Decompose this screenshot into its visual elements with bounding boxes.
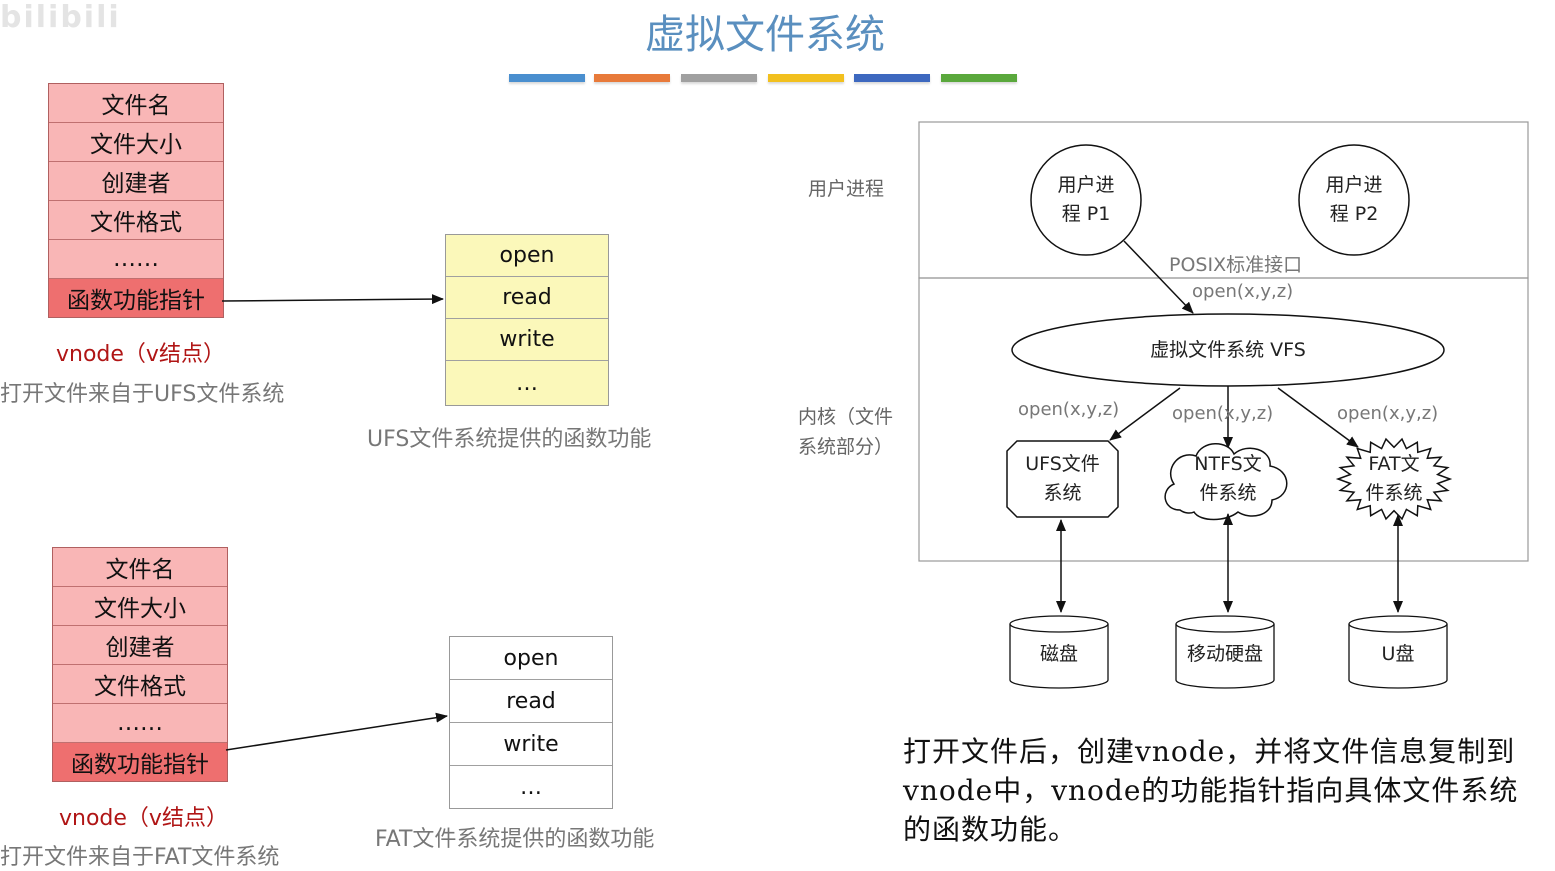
vnode-row-creator: 创建者 xyxy=(49,162,223,201)
process-p2-label-1: 用户进 xyxy=(1325,174,1383,196)
disk-label: 磁盘 xyxy=(1039,643,1078,665)
vnode-row-filename: 文件名 xyxy=(49,84,223,123)
fat-fs-shape xyxy=(1335,437,1453,521)
ntfs-fs-shape xyxy=(1164,443,1288,521)
decor-bar-5 xyxy=(854,74,930,82)
vfs-label: 虚拟文件系统 VFS xyxy=(1150,339,1306,361)
func-open: open xyxy=(446,235,608,277)
ntfs-fs-label-1: NTFS文 xyxy=(1194,453,1262,475)
process-p2-label-2: 程 P2 xyxy=(1329,203,1379,225)
process-p1-label-1: 用户进 xyxy=(1057,174,1115,196)
kernel-layer-label-2: 系统部分） xyxy=(798,436,894,458)
ufs-fs-label-2: 系统 xyxy=(1043,482,1082,504)
disk-cylinder xyxy=(1009,615,1109,689)
vnode-row-ellipsis: …… xyxy=(53,704,227,743)
ntfs-fs-label-2: 件系统 xyxy=(1199,482,1257,504)
page-title: 虚拟文件系统 xyxy=(645,12,885,58)
ufs-vnode-caption: 打开文件来自于UFS文件系统 xyxy=(0,382,285,407)
ufs-fs-label-1: UFS文件 xyxy=(1025,453,1100,475)
fat-vnode-label: vnode（v结点） xyxy=(59,806,228,831)
posix-label: POSIX标准接口 xyxy=(1169,254,1303,276)
func-open: open xyxy=(450,637,612,680)
vnode-row-filename: 文件名 xyxy=(53,548,227,587)
decor-bar-2 xyxy=(594,74,670,82)
vnode-row-filesize: 文件大小 xyxy=(53,587,227,626)
ntfs-open-call-label: open(x,y,z) xyxy=(1172,403,1274,424)
func-read: read xyxy=(450,680,612,723)
vfs-to-fat-arrow xyxy=(1277,387,1359,448)
vnode-row-func-pointer: 函数功能指针 xyxy=(49,279,223,317)
vnode-row-ellipsis: …… xyxy=(49,240,223,279)
ufs-pointer-arrow xyxy=(221,294,444,305)
fat-pointer-arrow xyxy=(225,712,448,751)
ufs-fs-shape xyxy=(1006,440,1119,518)
usb-drive-label: U盘 xyxy=(1381,643,1415,665)
ufs-open-call-label: open(x,y,z) xyxy=(1018,399,1120,420)
decor-bar-3 xyxy=(681,74,757,82)
vnode-row-func-pointer: 函数功能指针 xyxy=(53,743,227,781)
fat-open-call-label: open(x,y,z) xyxy=(1337,403,1439,424)
user-layer-label: 用户进程 xyxy=(808,178,885,200)
watermark-logo: bilibili xyxy=(0,0,121,35)
func-ellipsis: … xyxy=(520,774,542,800)
ufs-func-table: open read write … xyxy=(445,234,609,406)
open-call-label: open(x,y,z) xyxy=(1192,281,1294,302)
func-read: read xyxy=(446,277,608,319)
ufs-vnode-label: vnode（v结点） xyxy=(56,342,225,367)
vnode-row-format: 文件格式 xyxy=(49,201,223,240)
removable-drive-cylinder xyxy=(1175,615,1275,689)
func-write: write xyxy=(446,319,608,361)
decor-bar-1 xyxy=(509,74,585,82)
fat-fs-label-1: FAT文 xyxy=(1368,453,1420,475)
fat-vnode-table: 文件名 文件大小 创建者 文件格式 …… 函数功能指针 xyxy=(52,547,228,782)
process-p1-circle xyxy=(1030,144,1142,256)
vnode-row-filesize: 文件大小 xyxy=(49,123,223,162)
kernel-layer-label-1: 内核（文件 xyxy=(798,406,894,428)
process-p1-label-2: 程 P1 xyxy=(1061,203,1111,225)
decor-bar-6 xyxy=(941,74,1017,82)
p1-to-vfs-arrow xyxy=(1123,240,1194,314)
func-write: write xyxy=(450,723,612,766)
ufs-vnode-table: 文件名 文件大小 创建者 文件格式 …… 函数功能指针 xyxy=(48,83,224,318)
usb-drive-cylinder xyxy=(1348,615,1448,689)
vnode-row-format: 文件格式 xyxy=(53,665,227,704)
fat-fs-label-2: 件系统 xyxy=(1365,482,1423,504)
fat-func-table: open read write … xyxy=(449,636,613,809)
decor-bar-4 xyxy=(768,74,844,82)
fat-func-caption: FAT文件系统提供的函数功能 xyxy=(375,827,655,852)
func-ellipsis: … xyxy=(516,370,538,396)
ufs-func-caption: UFS文件系统提供的函数功能 xyxy=(367,427,652,452)
removable-drive-label: 移动硬盘 xyxy=(1186,643,1263,665)
vnode-row-creator: 创建者 xyxy=(53,626,227,665)
process-p2-circle xyxy=(1298,144,1410,256)
explanation-paragraph: 打开文件后，创建vnode，并将文件信息复制到vnode中，vnode的功能指针… xyxy=(903,735,1519,846)
vfs-to-ufs-arrow xyxy=(1109,387,1181,441)
